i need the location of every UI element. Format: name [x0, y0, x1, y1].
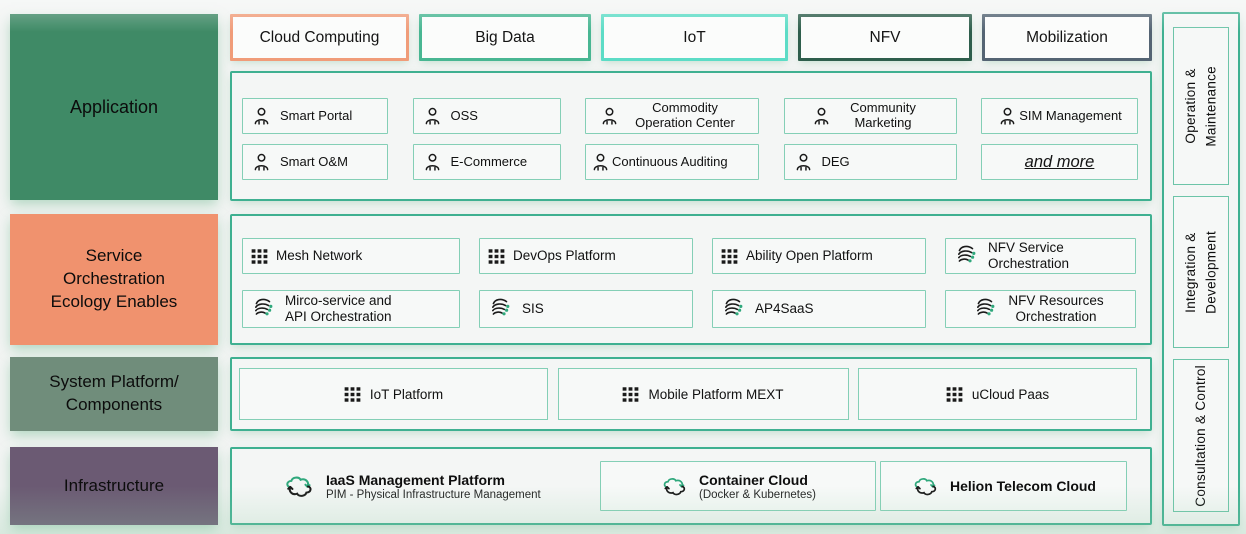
- system-item-iot-platform: IoT Platform: [239, 368, 548, 420]
- person-icon: [590, 152, 611, 173]
- tab-label: NFV: [869, 28, 901, 46]
- sidebar-item-consultation-control: Consultation & Control: [1173, 359, 1229, 512]
- app-item-commodity-operation-center: Commodity Operation Center: [585, 98, 759, 134]
- orchestration-swirl-icon: [973, 296, 999, 322]
- tab-label: IoT: [683, 28, 706, 46]
- section-label-infrastructure: Infrastructure: [10, 447, 218, 525]
- system-platform-section-box: IoT Platform Mobile Platform MEXT uCloud…: [230, 357, 1152, 431]
- app-item-sim-management: SIM Management: [981, 98, 1138, 134]
- cloud-sync-icon: [282, 473, 316, 500]
- section-label-service-orchestration: Service Orchestration Ecology Enables: [10, 214, 218, 345]
- tab-label: Mobilization: [1026, 28, 1108, 46]
- infra-item-text: Container Cloud (Docker & Kubernetes): [699, 471, 816, 501]
- app-item-oss: OSS: [412, 98, 561, 134]
- app-item-e-commerce: E-Commerce: [412, 144, 561, 180]
- infra-item-helion-telecom-cloud: Helion Telecom Cloud: [880, 461, 1127, 511]
- grid-icon: [946, 386, 963, 403]
- sidebar-item-integration-development: Integration & Development: [1173, 195, 1229, 349]
- domain-tabs: Cloud Computing Big Data IoT NFV Mobiliz…: [230, 14, 1152, 61]
- grid-icon: [622, 386, 639, 403]
- grid-icon: [488, 248, 505, 265]
- app-item-continuous-auditing: Continuous Auditing: [585, 144, 759, 180]
- person-icon: [251, 152, 272, 173]
- service-item-sis: SIS: [479, 290, 693, 328]
- system-item-mobile-platform-mext: Mobile Platform MEXT: [557, 368, 849, 420]
- service-item-micro-service-api-orchestration: Mirco-service and API Orchestration: [242, 290, 460, 328]
- tab-mobilization: Mobilization: [982, 14, 1152, 61]
- system-item-ucloud-paas: uCloud Paas: [858, 368, 1137, 420]
- person-icon: [251, 106, 272, 127]
- orchestration-swirl-icon: [954, 243, 980, 269]
- application-section-box: Smart Portal OSS Commodity Operation Cen…: [230, 71, 1152, 201]
- tab-iot: IoT: [601, 14, 788, 61]
- service-item-mesh-network: Mesh Network: [242, 238, 460, 274]
- orchestration-swirl-icon: [721, 296, 747, 322]
- person-icon: [422, 152, 443, 173]
- tab-big-data: Big Data: [419, 14, 591, 61]
- rotated-label: Consultation & Control: [1192, 364, 1208, 507]
- app-item-community-marketing: Community Marketing: [783, 98, 957, 134]
- section-label-text: Application: [69, 96, 159, 117]
- rotated-label: Integration & Development: [1182, 230, 1218, 314]
- grid-icon: [721, 248, 738, 265]
- service-item-devops-platform: DevOps Platform: [479, 238, 693, 274]
- infrastructure-section-box: IaaS Management Platform PIM - Physical …: [230, 447, 1152, 525]
- infra-item-container-cloud: Container Cloud (Docker & Kubernetes): [600, 461, 876, 511]
- person-icon: [422, 106, 443, 127]
- cloud-sync-icon: [911, 475, 940, 498]
- infra-item-text: IaaS Management Platform PIM - Physical …: [326, 471, 541, 501]
- sidebar-item-operation-maintenance: Operation & Maintenance: [1173, 27, 1229, 185]
- grid-icon: [251, 248, 268, 265]
- app-item-smart-portal: Smart Portal: [242, 98, 388, 134]
- section-label-system-platform: System Platform/ Components: [10, 357, 218, 431]
- section-label-text: Service Orchestration Ecology Enables: [50, 246, 178, 311]
- section-label-text: Infrastructure: [63, 475, 165, 495]
- app-item-and-more: and more: [981, 144, 1138, 180]
- cloud-sync-icon: [660, 475, 689, 498]
- tab-nfv: NFV: [798, 14, 972, 61]
- service-orchestration-section-box: Mesh Network DevOps Platform Ability Ope…: [230, 214, 1152, 345]
- service-item-ap4saas: AP4SaaS: [712, 290, 926, 328]
- tab-cloud-computing: Cloud Computing: [230, 14, 409, 61]
- person-icon: [997, 106, 1018, 127]
- orchestration-swirl-icon: [251, 296, 277, 322]
- infra-item-iaas-management-platform: IaaS Management Platform PIM - Physical …: [282, 472, 582, 501]
- person-icon: [811, 106, 832, 127]
- service-item-ability-open-platform: Ability Open Platform: [712, 238, 926, 274]
- grid-icon: [344, 386, 361, 403]
- tab-label: Cloud Computing: [259, 28, 380, 46]
- section-label-application: Application: [10, 14, 218, 200]
- rotated-label: Operation & Maintenance: [1182, 65, 1218, 147]
- person-icon: [793, 152, 814, 173]
- service-item-nfv-service-orchestration: NFV Service Orchestration: [945, 238, 1136, 274]
- tab-label: Big Data: [475, 28, 535, 46]
- lifecycle-sidebar: Operation & Maintenance Integration & De…: [1162, 12, 1240, 526]
- section-label-text: System Platform/ Components: [49, 372, 179, 414]
- app-item-deg: DEG: [783, 144, 957, 180]
- app-item-smart-om: Smart O&M: [242, 144, 388, 180]
- person-icon: [599, 106, 620, 127]
- service-item-nfv-resources-orchestration: NFV Resources Orchestration: [945, 290, 1136, 328]
- infra-item-text: Helion Telecom Cloud: [950, 478, 1096, 494]
- orchestration-swirl-icon: [488, 296, 514, 322]
